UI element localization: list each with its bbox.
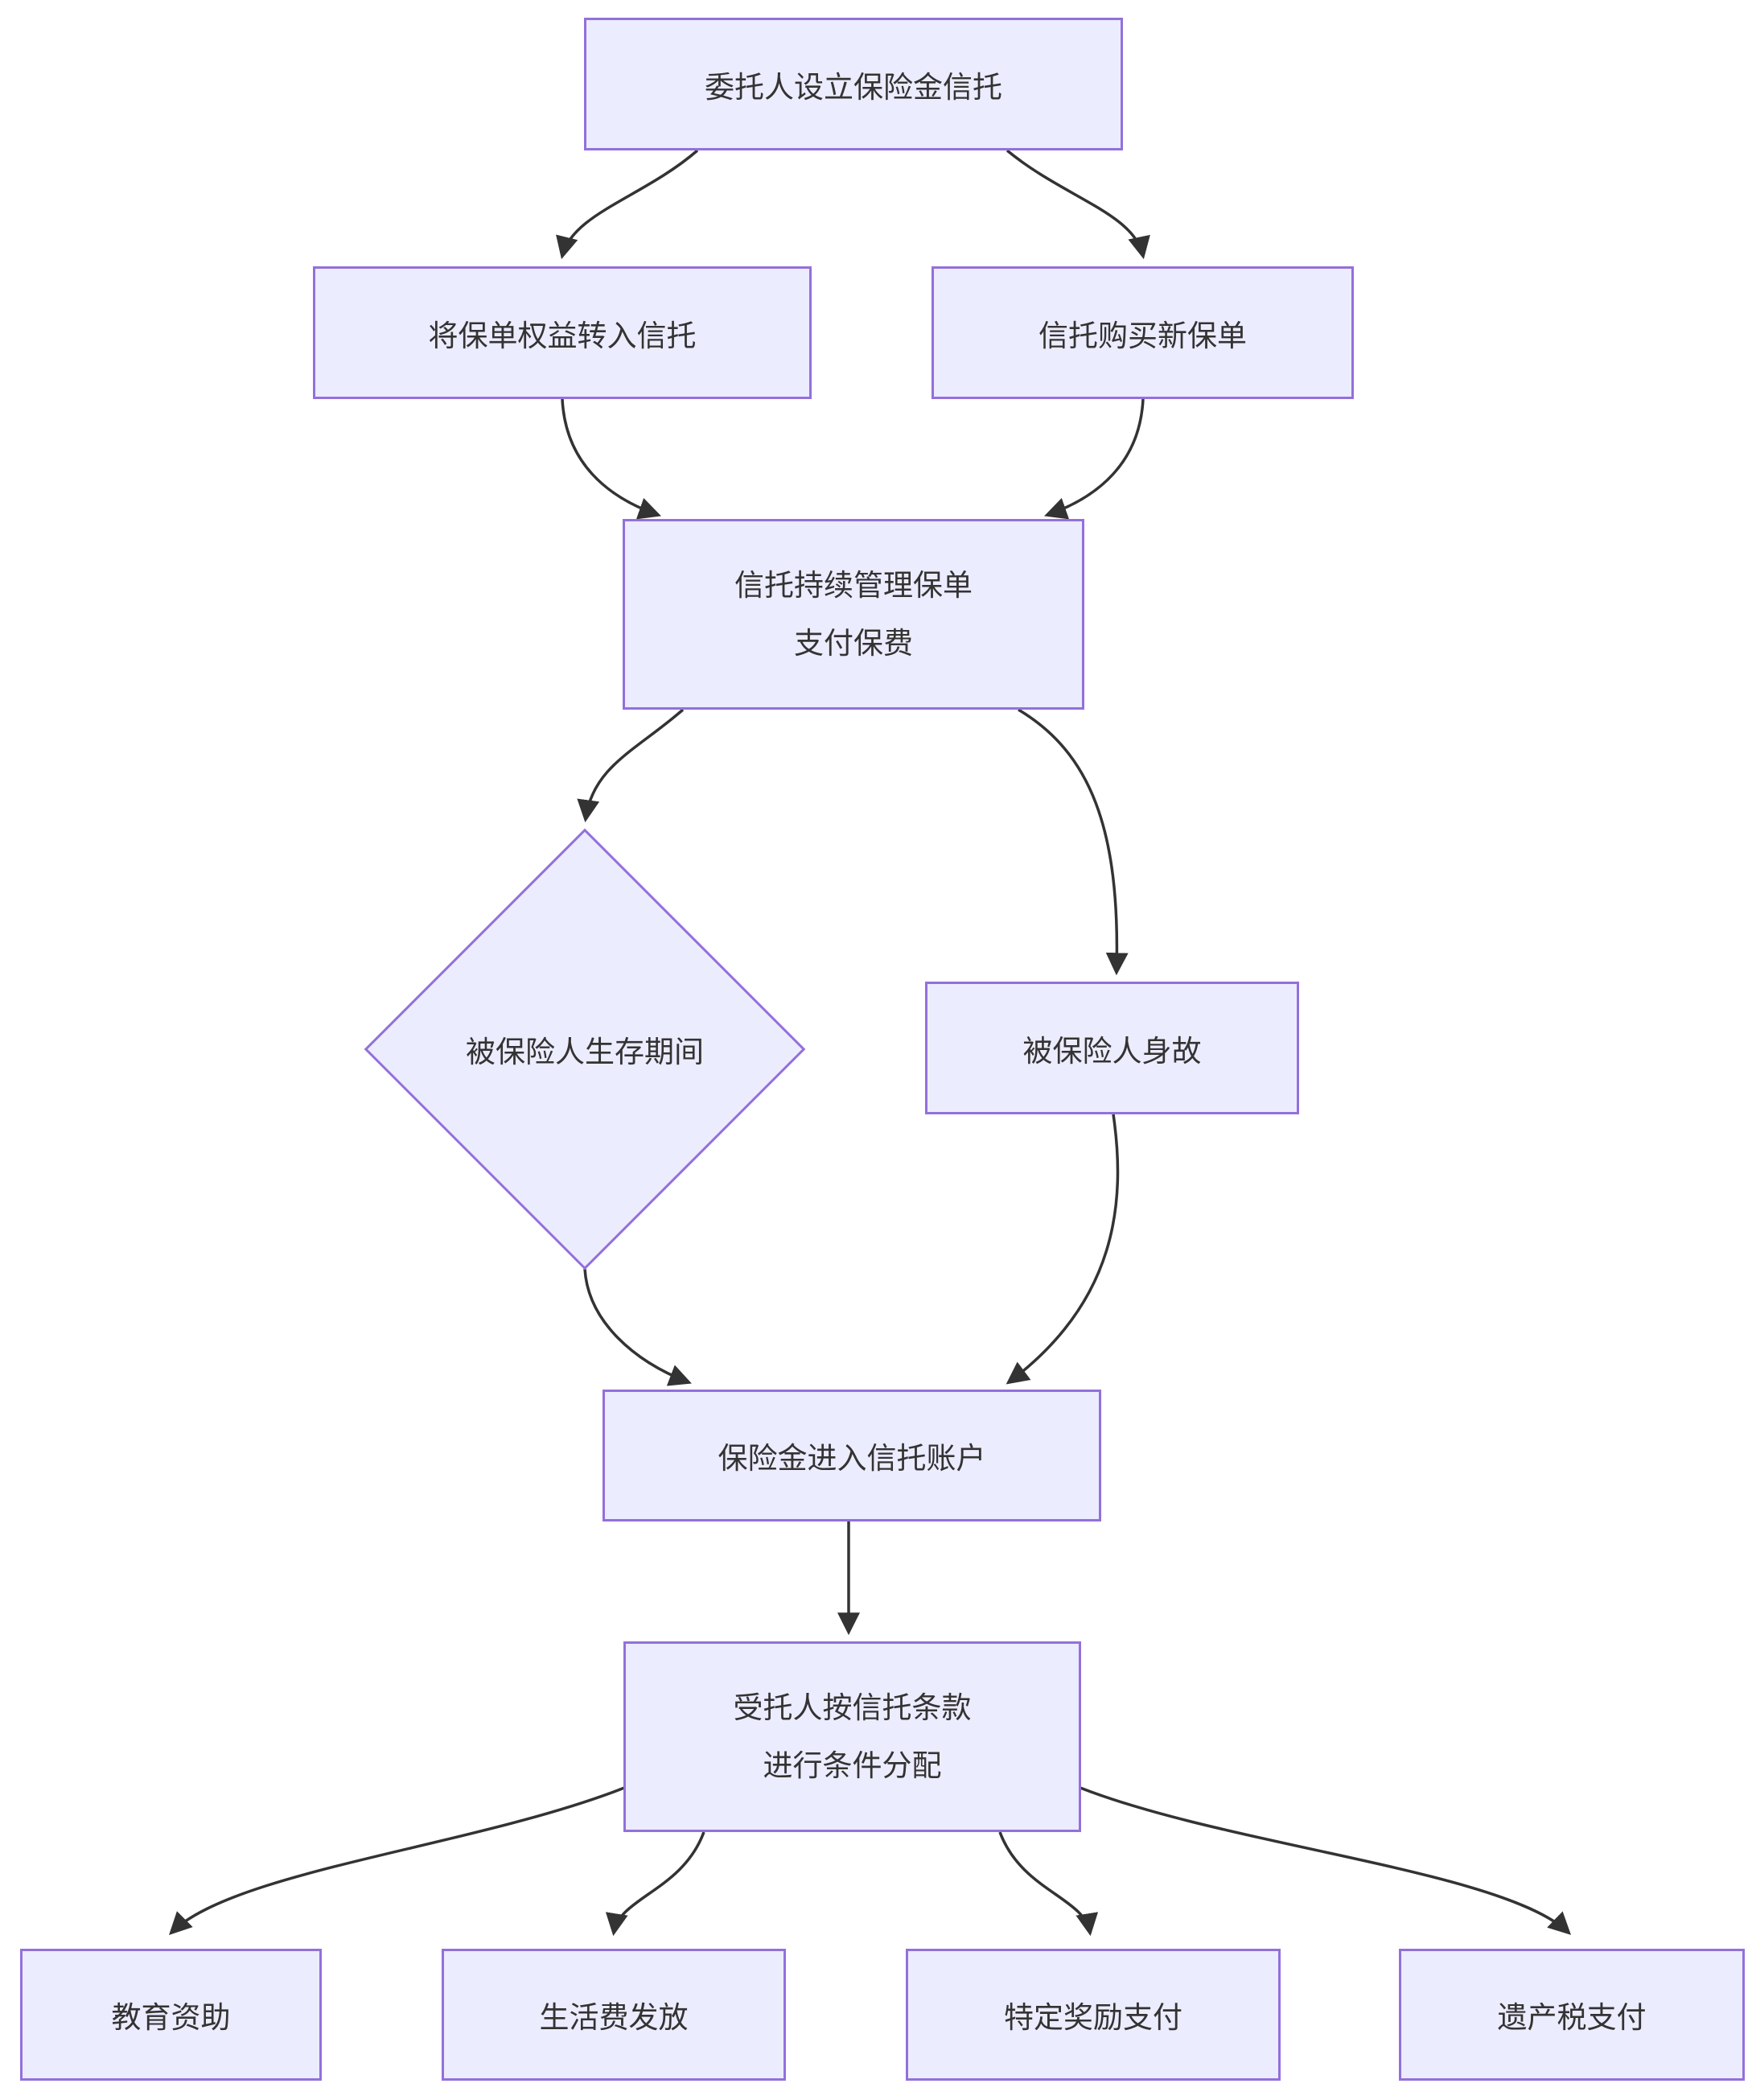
edge-h-j (605, 1831, 705, 1937)
node-label: 教育资助 (111, 2001, 231, 2034)
node-trust-buys-new-policy: 信托购买新保单 (932, 266, 1354, 399)
node-label: 遗产税支付 (1497, 2001, 1647, 2034)
node-label: 保险金进入信托账户 (718, 1442, 986, 1475)
node-label: 特定奖励支付 (1004, 2001, 1182, 2034)
edge-f-g (1006, 1114, 1120, 1385)
edge-d-e (577, 708, 685, 823)
edge-c-d (1044, 398, 1145, 520)
node-trustee-conditional-distribution: 受托人按信托条款 进行条件分配 (623, 1641, 1081, 1832)
node-label: 委托人设立保险金信托 (705, 70, 1002, 104)
node-label: 将保单权益转入信托 (428, 319, 697, 352)
edge-h-k (998, 1831, 1099, 1937)
node-transfer-policy-rights: 将保单权益转入信托 (313, 266, 812, 399)
node-label: 被保险人身故 (1022, 1034, 1202, 1068)
node-decision-insured-alive: 被保险人生存期间 (364, 828, 806, 1270)
node-specific-reward-payment: 特定奖励支付 (906, 1949, 1281, 2081)
node-trust-manages-policy-pays-premium: 信托持续管理保单 支付保费 (623, 519, 1084, 710)
edge-a-c (1006, 149, 1150, 260)
edge-d-f (1018, 708, 1129, 976)
edge-h-i (169, 1786, 625, 1935)
node-label: 被保险人生存期间 (466, 1036, 704, 1069)
node-label-line-2: 支付保费 (794, 626, 913, 660)
edge-e-g (583, 1268, 692, 1386)
node-estate-tax-payment: 遗产税支付 (1399, 1949, 1745, 2081)
node-label-line-1: 信托持续管理保单 (734, 568, 973, 602)
edge-a-b (556, 149, 699, 260)
node-insured-death: 被保险人身故 (925, 982, 1299, 1114)
edge-b-d (561, 398, 661, 520)
edge-h-l (1080, 1786, 1572, 1935)
node-label: 信托购买新保单 (1038, 319, 1247, 352)
node-settlor-establishes-trust: 委托人设立保险金信托 (584, 18, 1123, 150)
node-proceeds-into-trust-account: 保险金进入信托账户 (603, 1390, 1101, 1521)
node-living-expenses: 生活费发放 (442, 1949, 786, 2081)
node-label-line-2: 进行条件分配 (763, 1748, 942, 1782)
node-education-support: 教育资助 (20, 1949, 322, 2081)
node-label-line-1: 受托人按信托条款 (733, 1690, 972, 1724)
node-label: 生活费发放 (539, 2001, 689, 2034)
